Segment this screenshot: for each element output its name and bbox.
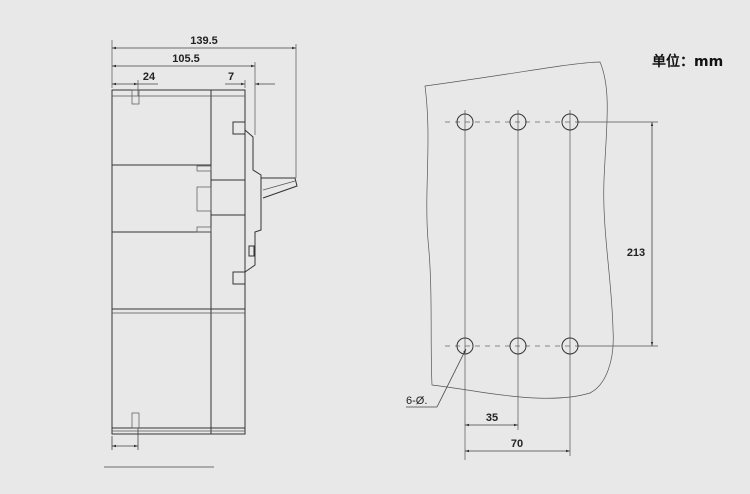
dim-front-plate: 7	[228, 71, 234, 83]
dim-overall-depth: 139.5	[190, 35, 218, 47]
mounting-hole	[561, 113, 579, 131]
mounting-hole	[509, 113, 527, 131]
mounting-holes	[456, 113, 579, 355]
panel-outline	[424, 61, 614, 399]
side-view: 139.5 105.5 24 7	[104, 35, 298, 468]
hole-callout: 6-Ø.	[406, 395, 427, 407]
mounting-view: 213 35 70 6-Ø.	[406, 61, 658, 460]
mounting-hole	[456, 113, 474, 131]
mounting-hole	[561, 337, 579, 355]
mounting-hole	[456, 337, 474, 355]
dim-mount-offset: 24	[143, 71, 156, 83]
unit-label: 单位：mm	[652, 53, 723, 70]
dim-hole-pitch: 35	[486, 412, 498, 424]
dim-body-depth: 105.5	[172, 53, 200, 65]
breaker-body-outline	[111, 89, 246, 435]
dim-hole-span: 70	[511, 438, 523, 450]
mounting-hole	[509, 337, 527, 355]
dim-vertical-spacing: 213	[627, 247, 645, 259]
